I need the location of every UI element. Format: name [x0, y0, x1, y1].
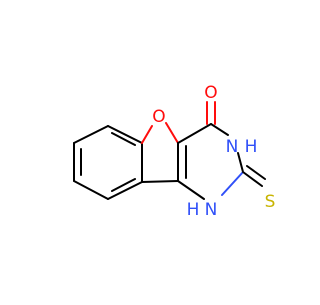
- bond: [177, 180, 205, 200]
- oxygen-atom-label: O: [152, 107, 165, 127]
- bonds: [73, 101, 266, 200]
- structure-svg: O O N H N H S: [73, 83, 275, 220]
- bond: [107, 125, 143, 144]
- bond: [73, 125, 109, 144]
- bond: [73, 180, 109, 200]
- hydrogen-atom-label: H: [245, 137, 258, 157]
- nitrogen-atom-label: N: [205, 200, 218, 220]
- bond: [141, 180, 179, 183]
- sulfur-atom-label: S: [265, 192, 276, 212]
- atom-labels: O O N H N H S: [152, 83, 275, 220]
- bond: [246, 165, 266, 180]
- bond: [107, 181, 143, 200]
- bond: [210, 123, 229, 136]
- bond: [111, 132, 136, 146]
- molecule-diagram: O O N H N H S: [73, 83, 275, 220]
- bond: [177, 123, 212, 144]
- bond: [165, 122, 179, 144]
- bond: [221, 171, 244, 196]
- nitrogen-atom-label: N: [226, 137, 239, 157]
- oxygen-atom-label: O: [204, 83, 217, 103]
- bond: [111, 178, 136, 192]
- bond: [242, 171, 263, 187]
- bond: [237, 152, 244, 173]
- bond: [141, 125, 153, 144]
- hydrogen-atom-label: H: [187, 200, 200, 220]
